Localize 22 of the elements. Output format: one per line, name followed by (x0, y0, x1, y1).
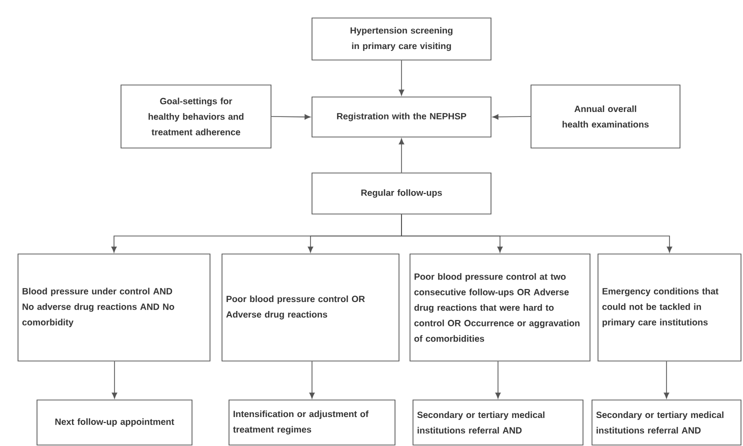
process-box: Registration with the NEPHSP (312, 96, 492, 138)
arrow (495, 361, 501, 399)
arrow (112, 361, 118, 399)
process-box: Regular follow-ups (312, 172, 492, 214)
arrow (664, 361, 670, 399)
arrow (398, 60, 404, 96)
process-box: Hypertension screening in primary care visiting (312, 18, 492, 60)
action-box: Secondary or tertiary medical institutions referral AND (412, 400, 584, 446)
arrow (309, 361, 315, 399)
arrow (492, 114, 531, 120)
process-box: Goal-settings for healthy behaviors and treatment adherence (120, 84, 272, 148)
action-box: Secondary or tertiary medical institutions referral AND (592, 400, 742, 446)
action-box: Next follow-up appointment (36, 400, 192, 446)
condition-box: Blood pressure under control AND No adverse drug reactions AND No comorbidity (18, 254, 210, 362)
condition-box: Poor blood pressure control OR Adverse drug reactions (222, 254, 400, 362)
condition-box: Poor blood pressure control at two consecutive follow-ups OR Adverse drug reactions that were hard to control OR Occurrence or aggravation of comorbidities (410, 254, 590, 362)
arrow (398, 138, 404, 173)
arrow (401, 214, 672, 253)
action-box: Intensification or adjustment of treatment regimes (228, 400, 396, 446)
arrow (271, 114, 311, 120)
condition-box: Emergency conditions that could not be tackled in primary care institutions (598, 254, 742, 362)
process-box: Annual overall health examinations (530, 84, 680, 148)
